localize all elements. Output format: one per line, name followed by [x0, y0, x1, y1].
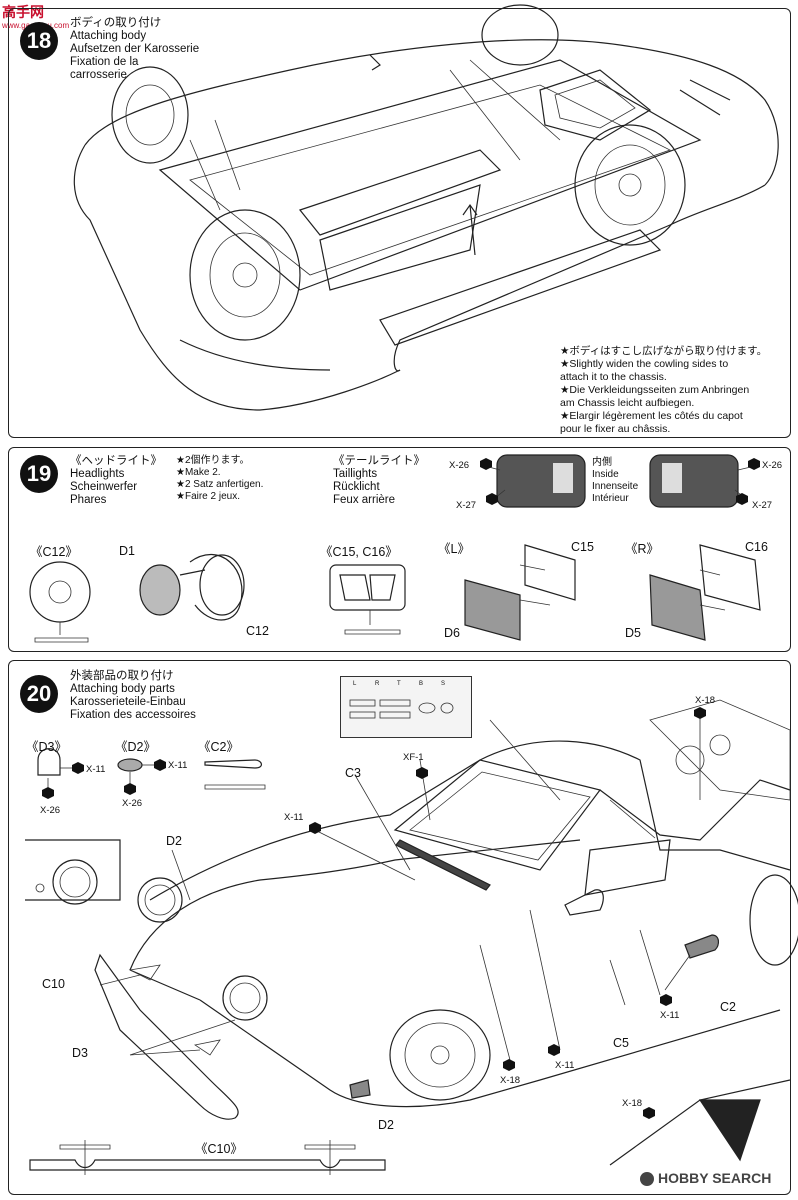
label-x11-body: X-11: [284, 812, 304, 823]
step-18-panel: [8, 8, 791, 438]
label-d6: D6: [444, 626, 460, 640]
note-de-1: ★Die Verkleidungsseiten zum Anbringen: [560, 384, 750, 396]
note-de-2: am Chassis leicht aufbiegen.: [560, 397, 695, 409]
label-x26-d3: X-26: [40, 805, 61, 816]
step-18-number: 18: [20, 22, 58, 60]
step-20-title-jp: 外装部品の取り付け: [70, 670, 174, 682]
label-c10-title: 《C10》: [195, 1142, 243, 1156]
chassis-body-illustration: [73, 4, 779, 411]
step-19-headlights-title: 《ヘッドライト》 Headlights Scheinwerfer Phares: [70, 455, 162, 507]
label-d3: D3: [72, 1046, 88, 1060]
step-20-title-en: Attaching body parts: [70, 683, 175, 695]
step-20-title-fr: Fixation des accessoires: [70, 709, 196, 721]
label-c2-title: 《C2》: [198, 740, 239, 754]
step-18-title-fr1: Fixation de la: [70, 56, 139, 68]
label-l-title: 《L》: [438, 542, 470, 556]
inside-fr: Intérieur: [592, 493, 629, 504]
step-19-illustration: [29, 454, 761, 643]
headlights-jp: 《ヘッドライト》: [70, 455, 162, 467]
step-19-make2: ★2個作ります。 ★Make 2. ★2 Satz anfertigen. ★F…: [176, 455, 263, 503]
label-x18-front: X-18: [500, 1075, 521, 1086]
step-19-panel: [8, 447, 791, 652]
label-c15: C15: [571, 540, 594, 554]
label-d3-title: 《D3》: [26, 740, 67, 754]
step-18-note: ★ボディはすこし広げながら取り付けます。 ★Slightly widen the…: [560, 345, 767, 436]
label-x27-right: X-27: [752, 500, 773, 511]
inside-jp: 内側: [592, 457, 612, 468]
note-fr-2: pour le fixer au châssis.: [560, 423, 671, 435]
step-20-number: 20: [20, 675, 58, 713]
decal-sheet: L R T B S: [340, 676, 472, 738]
label-x11-c2: X-11: [660, 1010, 680, 1021]
decal-tag-t: T: [397, 681, 401, 687]
make2-fr: ★Faire 2 jeux.: [176, 491, 240, 502]
decal-tag-s: S: [441, 681, 446, 687]
taillights-jp: 《テールライト》: [333, 455, 425, 467]
label-c12-title: 《C12》: [30, 545, 78, 559]
headlights-de: Scheinwerfer: [70, 481, 138, 493]
step-18-title-jp: ボディの取り付け: [70, 17, 162, 29]
label-r-title: 《R》: [625, 542, 660, 556]
step-18-title-fr2: carrosserie: [70, 69, 127, 81]
watermark-hobbysearch: HOBBY SEARCH: [640, 1170, 772, 1187]
label-d2-top: D2: [166, 834, 182, 848]
headlights-fr: Phares: [70, 494, 107, 506]
label-x11-c5: X-11: [555, 1060, 575, 1071]
step-18-title-en: Attaching body: [70, 30, 147, 42]
decal-tag-l: L: [353, 681, 357, 687]
label-c2: C2: [720, 1000, 736, 1014]
step-20-title: 外装部品の取り付け Attaching body parts Karosseri…: [70, 670, 196, 722]
label-x18-top: X-18: [695, 695, 716, 706]
note-fr-1: ★Elargir légèrement les côtés du capot: [560, 410, 743, 422]
label-d1: D1: [119, 544, 135, 558]
step-19-inside-label: 内側 Inside Innenseite Intérieur: [592, 457, 638, 505]
label-c5: C5: [613, 1036, 629, 1050]
make2-jp: ★2個作ります。: [176, 455, 250, 466]
label-x26-right: X-26: [762, 460, 783, 471]
step-18-title-de: Aufsetzen der Karosserie: [70, 43, 200, 55]
hobbysearch-text: HOBBY SEARCH: [658, 1170, 772, 1186]
step-20-panel: [8, 660, 791, 1195]
note-en-2: attach it to the chassis.: [560, 371, 667, 383]
label-d5: D5: [625, 626, 641, 640]
note-jp: ★ボディはすこし広げながら取り付けます。: [560, 345, 768, 357]
label-x27-left: X-27: [456, 500, 477, 511]
make2-de: ★2 Satz anfertigen.: [176, 479, 264, 490]
decal-tag-b: B: [419, 681, 424, 687]
taillights-fr: Feux arrière: [333, 494, 395, 506]
label-x18-inset: X-18: [622, 1098, 643, 1109]
headlights-en: Headlights: [70, 468, 125, 480]
decal-tag-r: R: [375, 681, 380, 687]
step-19-taillights-title: 《テールライト》 Taillights Rücklicht Feux arriè…: [333, 455, 425, 507]
make2-en: ★Make 2.: [176, 467, 221, 478]
note-en-1: ★Slightly widen the cowling sides to: [560, 358, 729, 370]
inside-de: Innenseite: [592, 481, 639, 492]
step-20-title-de: Karosserieteile-Einbau: [70, 696, 186, 708]
label-x11-d3: X-11: [86, 764, 106, 775]
label-x11-d2: X-11: [168, 760, 188, 771]
label-c12: C12: [246, 624, 269, 638]
label-xf1: XF-1: [403, 752, 424, 763]
taillights-en: Taillights: [333, 468, 378, 480]
label-c16: C16: [745, 540, 768, 554]
label-d2-title: 《D2》: [115, 740, 156, 754]
label-d2-bottom: D2: [378, 1118, 394, 1132]
label-x26-left: X-26: [449, 460, 470, 471]
step-18-title: ボディの取り付け Attaching body Aufsetzen der Ka…: [70, 17, 199, 82]
inside-en: Inside: [592, 469, 619, 480]
step-19-number: 19: [20, 455, 58, 493]
label-c3: C3: [345, 766, 361, 780]
hobbysearch-icon: [640, 1172, 654, 1187]
label-c15c16-title: 《C15, C16》: [320, 545, 398, 559]
label-x26-d2: X-26: [122, 798, 143, 809]
taillights-de: Rücklicht: [333, 481, 380, 493]
label-c10: C10: [42, 977, 65, 991]
